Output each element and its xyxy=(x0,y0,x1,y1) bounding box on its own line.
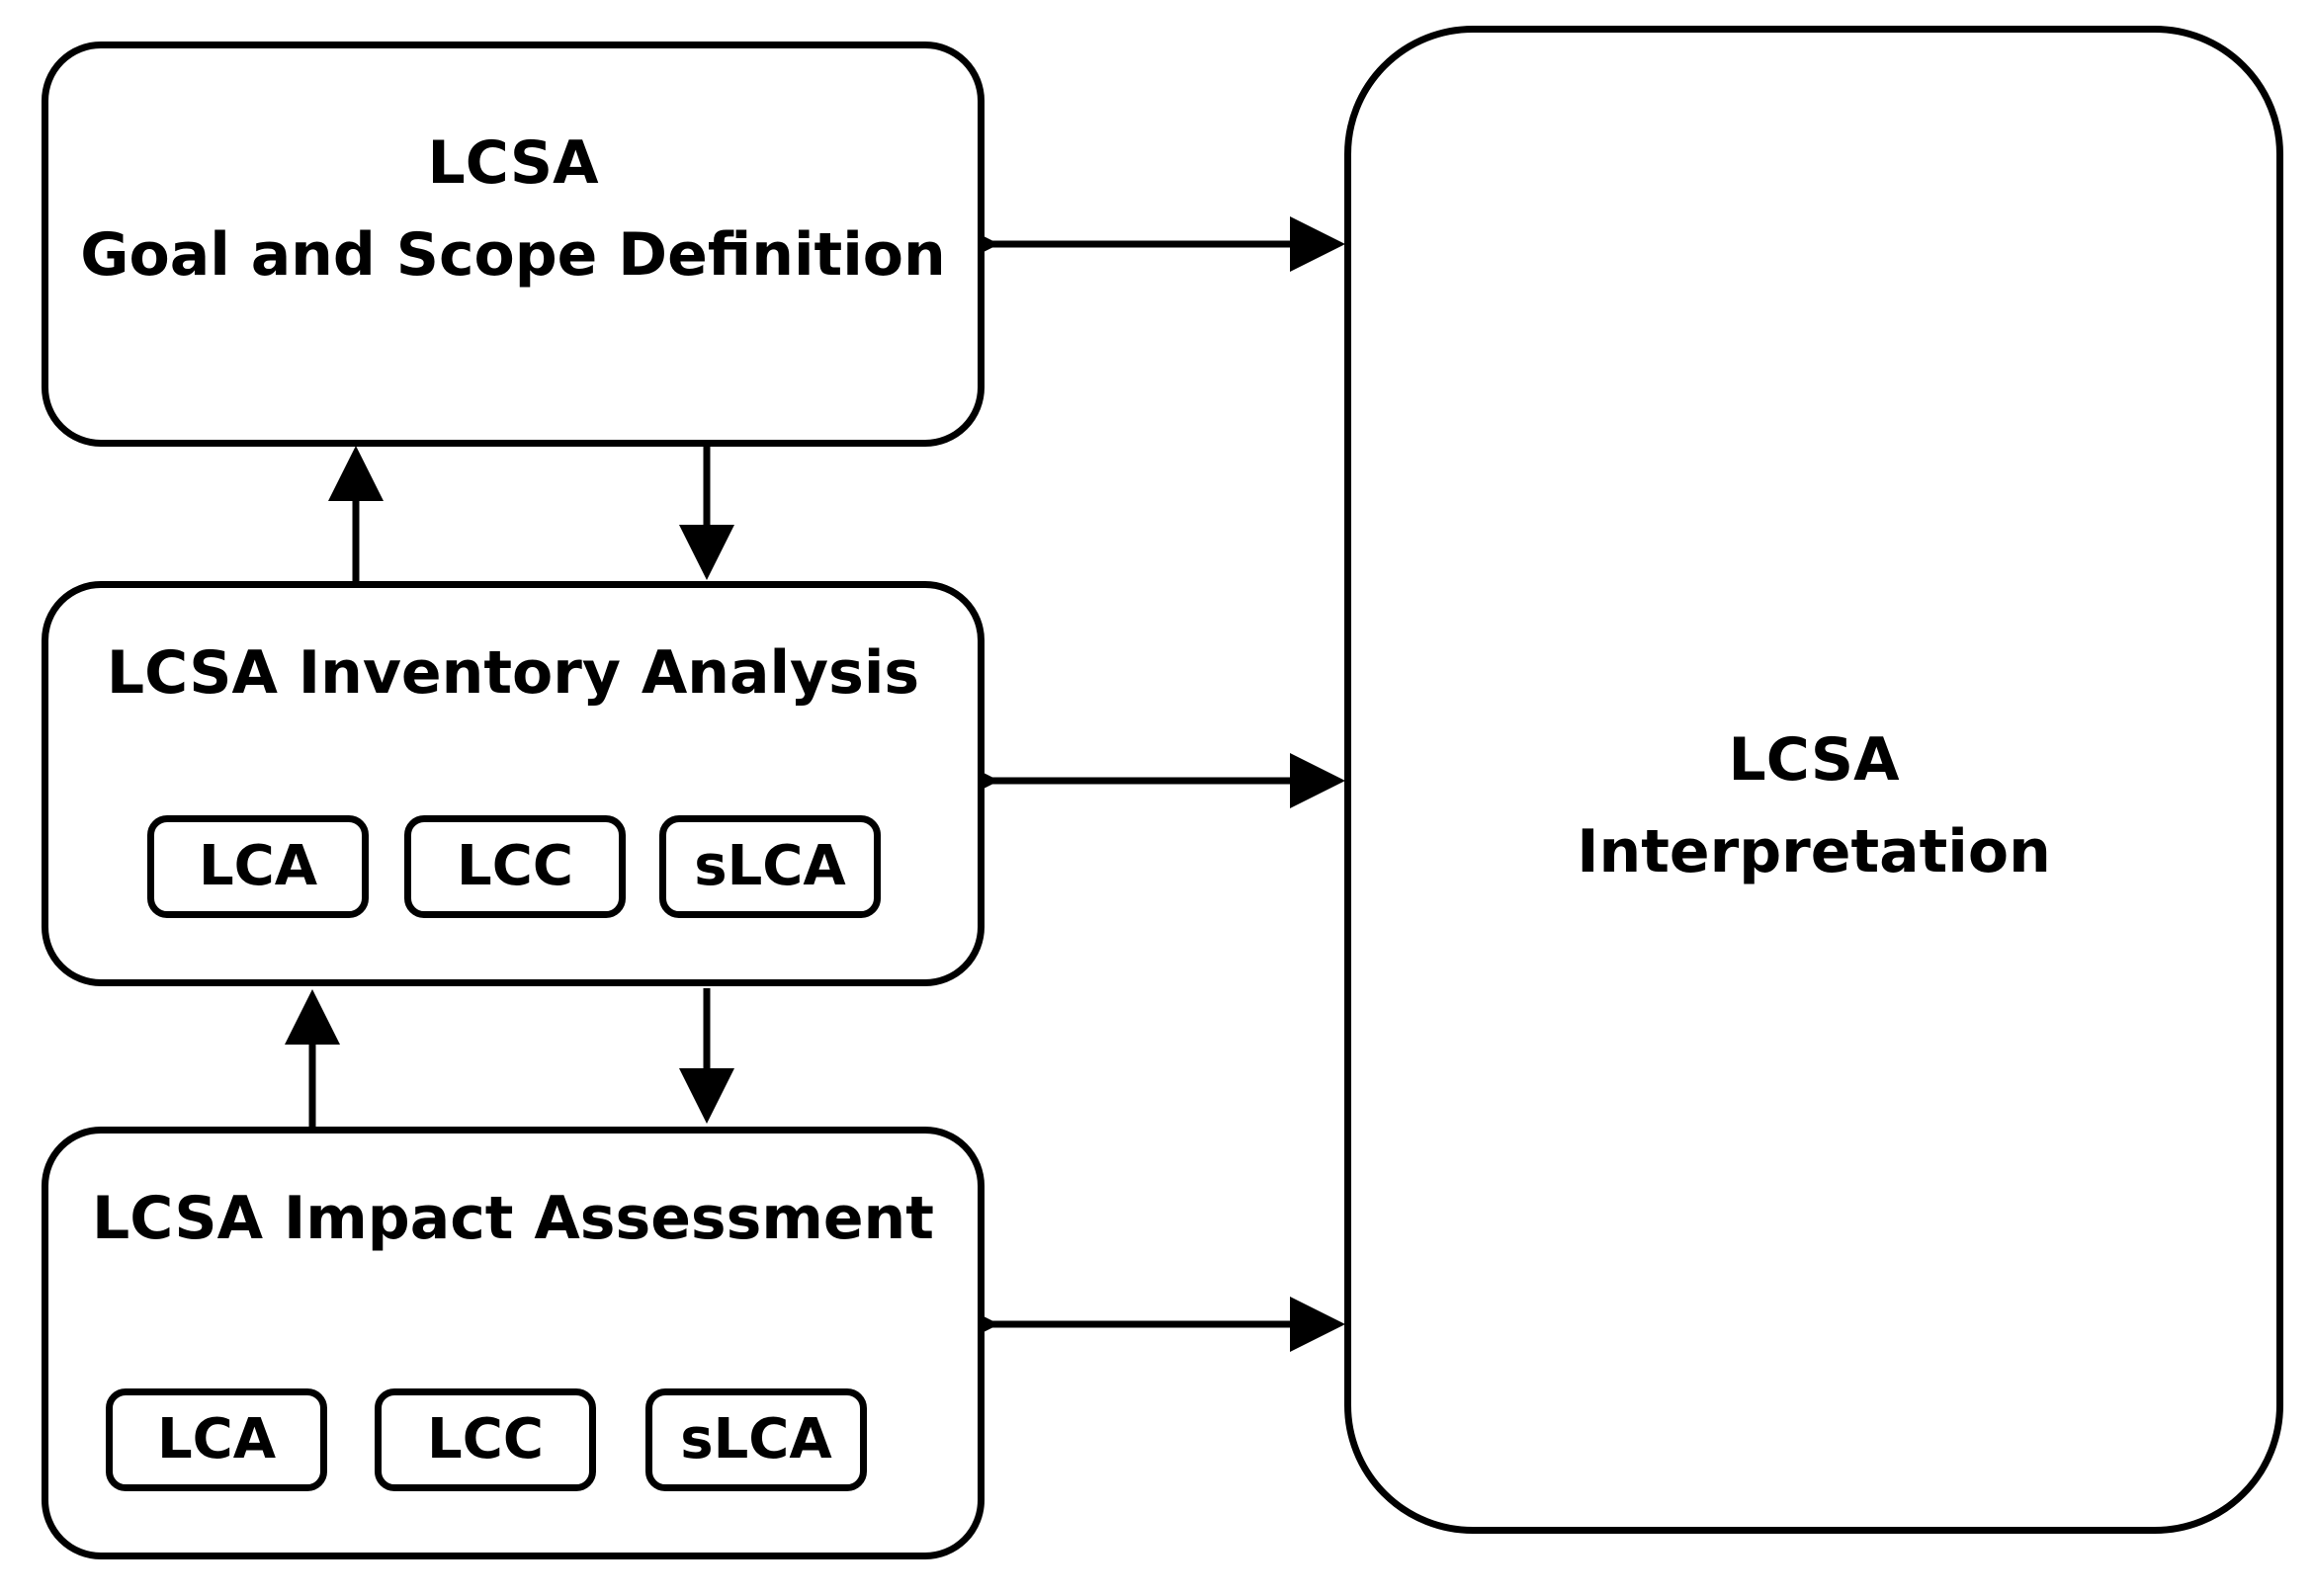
goal-scope-title: LCSA Goal and Scope Definition xyxy=(48,118,978,301)
inventory-lcc-label: LCC xyxy=(457,834,573,898)
impact-slca-label: sLCA xyxy=(680,1407,832,1471)
interpretation-title-line1: LCSA xyxy=(1728,725,1900,795)
impact-slca-box: sLCA xyxy=(645,1388,867,1491)
impact-lcc-label: LCC xyxy=(427,1407,544,1471)
impact-lca-label: LCA xyxy=(156,1407,277,1471)
inventory-title: LCSA Inventory Analysis xyxy=(106,638,920,708)
impact-box: LCSA Impact Assessment LCA LCC sLCA xyxy=(42,1127,985,1559)
impact-title: LCSA Impact Assessment xyxy=(92,1184,934,1253)
inventory-lca-box: LCA xyxy=(147,815,369,918)
goal-scope-title-line2: Goal and Scope Definition xyxy=(80,220,946,290)
inventory-lcc-box: LCC xyxy=(404,815,626,918)
inventory-slca-box: sLCA xyxy=(659,815,881,918)
goal-scope-box: LCSA Goal and Scope Definition xyxy=(42,42,985,447)
interpretation-box: LCSA Interpretation xyxy=(1344,26,2283,1534)
inventory-slca-label: sLCA xyxy=(694,834,846,898)
inventory-box: LCSA Inventory Analysis LCA LCC sLCA xyxy=(42,581,985,986)
interpretation-title-line2: Interpretation xyxy=(1577,817,2051,886)
impact-lca-box: LCA xyxy=(106,1388,327,1491)
inventory-lca-label: LCA xyxy=(198,834,318,898)
impact-lcc-box: LCC xyxy=(375,1388,596,1491)
goal-scope-title-line1: LCSA xyxy=(427,128,599,198)
interpretation-title: LCSA Interpretation xyxy=(1351,714,2276,898)
